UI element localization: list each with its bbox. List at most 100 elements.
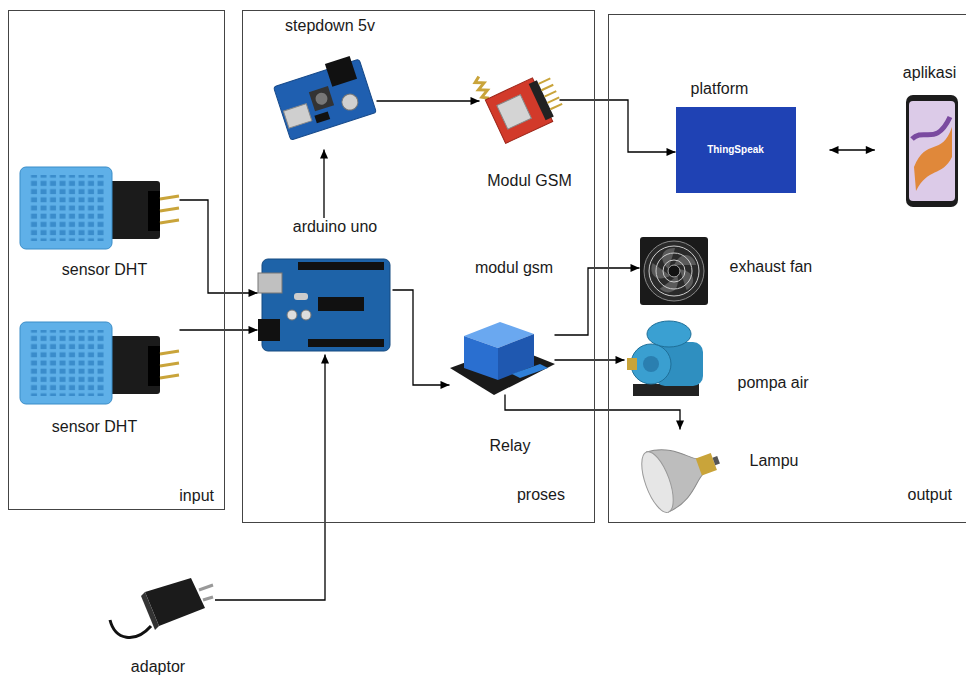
output-panel: outputplatformThingSpeakaplikasiexhaust … <box>608 14 966 523</box>
component-label: stepdown 5v <box>285 17 375 35</box>
dht-sensor: sensor DHT <box>20 318 180 408</box>
arduino-illustration <box>258 273 282 293</box>
gsm-illustration <box>544 91 556 96</box>
stepdown-illustration <box>340 92 360 112</box>
pump-illustration <box>647 321 691 347</box>
stepdown-illustration <box>274 59 377 140</box>
fan-illustration <box>644 241 704 301</box>
dht-sensor-illustration <box>20 167 179 249</box>
arduino-board: arduino uno <box>258 253 393 355</box>
arduino-illustration <box>294 293 308 300</box>
gsm-illustration <box>497 95 532 130</box>
lamp-illustration <box>696 453 717 475</box>
gsm-illustration <box>473 49 567 144</box>
adaptor-illustration <box>203 597 213 600</box>
component-label: Relay <box>490 437 531 455</box>
arduino-illustration <box>301 310 311 320</box>
gsm-illustration <box>539 78 563 109</box>
fan-illustration <box>640 237 708 305</box>
fan-illustration <box>649 246 699 296</box>
arduino-illustration <box>287 310 297 320</box>
relay-module: Relay <box>450 318 555 395</box>
stepdown-illustration <box>283 104 311 129</box>
component-label: arduino uno <box>293 218 378 236</box>
gsm-illustration <box>550 104 562 109</box>
lamp-illustration <box>712 456 719 465</box>
fan-illustration <box>668 265 680 277</box>
pump-illustration <box>627 321 703 396</box>
smartphone-illustration <box>912 117 950 139</box>
arduino-illustration <box>258 319 280 341</box>
dht-sensor-illustration <box>20 322 179 404</box>
input-panel: input sensor DHT sensor DHT <box>8 10 225 510</box>
pump-illustration <box>643 356 659 372</box>
stepdown-module: stepdown 5v <box>272 50 377 150</box>
component-label: adaptor <box>131 658 185 676</box>
relay-illustration <box>464 336 498 380</box>
component-label: platform <box>691 80 749 98</box>
component-label: Lampu <box>750 452 799 470</box>
arduino-illustration <box>318 297 364 311</box>
adaptor-illustration <box>110 578 213 637</box>
component-label: sensor DHT <box>62 261 147 279</box>
stepdown-illustration <box>314 111 330 123</box>
connector-arrow <box>323 150 324 219</box>
pump-illustration <box>627 358 637 370</box>
arduino-illustration <box>298 262 384 270</box>
connectors <box>180 100 875 600</box>
gsm-illustration <box>542 85 554 90</box>
connector-arrow <box>180 329 258 330</box>
fan-illustration <box>649 246 699 296</box>
connector-arrow <box>555 359 625 360</box>
relay-illustration <box>450 322 555 395</box>
component-label: exhaust fan <box>730 258 813 276</box>
stepdown-illustration <box>272 53 377 140</box>
smartphone-illustration <box>906 95 958 207</box>
gsm-illustration <box>473 76 490 101</box>
component-label: sensor DHT <box>52 418 137 436</box>
adaptor-illustration <box>110 620 151 637</box>
stepdown-illustration <box>325 56 357 87</box>
dht-sensor: sensor DHT <box>20 163 180 253</box>
fan-illustration <box>640 237 708 305</box>
connector-arrow <box>377 100 480 101</box>
fan-illustration <box>647 245 696 297</box>
platform-box: platformThingSpeak <box>676 107 796 193</box>
component-label: Modul GSM <box>487 172 571 190</box>
exhaust-fan: exhaust fan <box>640 237 708 305</box>
smartphone-illustration <box>909 101 955 201</box>
connector-arrow <box>215 355 325 601</box>
arduino-illustration <box>308 339 384 347</box>
component-label: aplikasi <box>903 64 956 82</box>
gsm-module: Modul GSM <box>480 68 560 148</box>
gsm-illustration <box>529 80 554 120</box>
water-pump: pompa air <box>625 318 705 400</box>
component-label: proses <box>517 486 565 504</box>
logo-text: ThingSpeak <box>707 144 764 156</box>
connector-arrow <box>505 395 680 430</box>
connector-arrow <box>830 149 875 150</box>
adaptor-illustration <box>141 592 159 630</box>
connector-arrow <box>555 268 640 335</box>
connector-arrow <box>560 100 676 152</box>
lamp-illustration <box>635 430 729 516</box>
relay-illustration <box>512 364 548 378</box>
component-label: output <box>908 486 952 504</box>
gsm-illustration <box>547 97 559 102</box>
gsm-illustration <box>539 78 551 83</box>
power-adaptor: adaptor <box>105 570 215 650</box>
connector-arrow <box>393 290 450 385</box>
adaptor-illustration <box>199 585 213 590</box>
annotation-label: modul gsm <box>475 259 553 277</box>
component-label: pompa air <box>738 374 809 392</box>
smartphone-illustration <box>906 95 958 207</box>
lamp: Lampu <box>637 430 720 512</box>
stepdown-illustration <box>314 91 329 106</box>
fan-illustration <box>656 253 692 289</box>
lamp-illustration <box>635 448 679 516</box>
component-label: input <box>179 487 214 505</box>
arduino-illustration <box>258 259 390 351</box>
